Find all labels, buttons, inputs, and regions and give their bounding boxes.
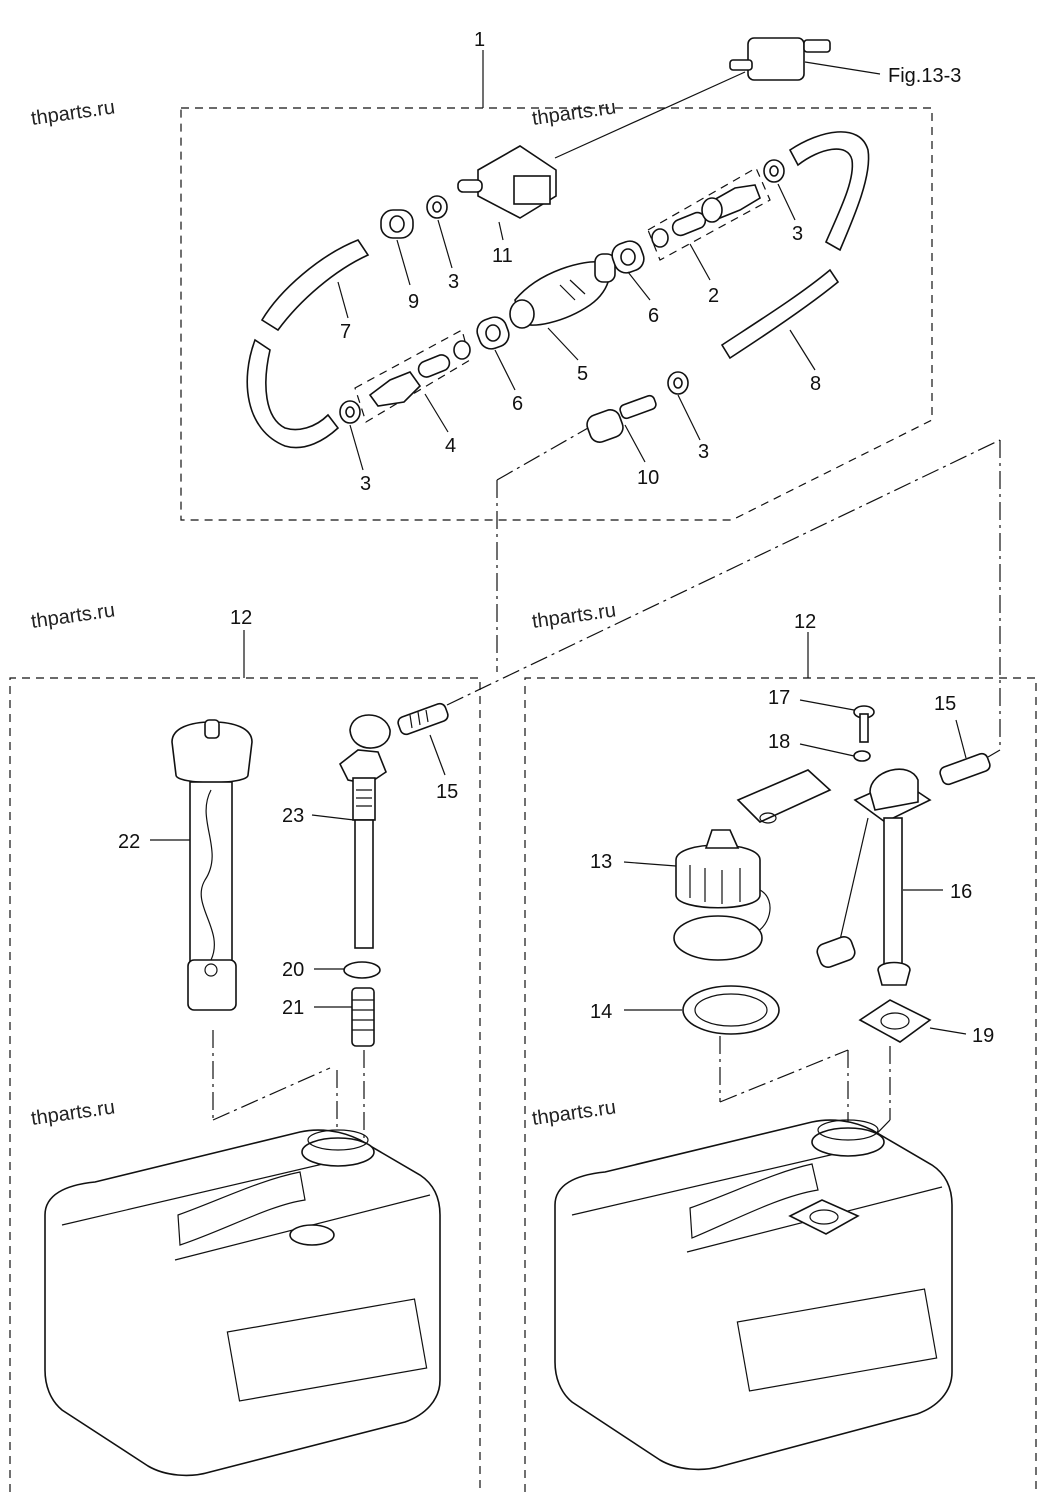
screw-17 [853, 705, 875, 743]
primer-pump [509, 253, 616, 329]
callout-6: 6 [648, 305, 659, 327]
leader-lines-top [337, 183, 816, 471]
connection-lines [446, 427, 1001, 758]
clip-6-b [611, 240, 645, 274]
callout-5: 5 [577, 363, 588, 385]
callout-16: 16 [950, 881, 972, 903]
callout-21: 21 [282, 997, 304, 1019]
callout-12: 12 [230, 607, 252, 629]
hose-8 [720, 268, 840, 360]
clip-3-b [339, 400, 361, 424]
callout-3: 3 [448, 271, 459, 293]
fuel-tank-right [554, 1119, 953, 1471]
watermark: thparts.ru [30, 96, 117, 130]
callout-17: 17 [768, 687, 790, 709]
oring-20 [343, 961, 381, 979]
gasket-19 [858, 999, 932, 1043]
hose-7-lower [246, 338, 340, 449]
fuel-tank-left [44, 1129, 441, 1477]
hose-8-loop [788, 131, 870, 252]
fitting-15-left [397, 702, 449, 736]
strainer-21 [351, 987, 375, 1047]
clip-3-a [426, 195, 448, 219]
vent-gauge-22 [171, 719, 253, 1011]
callout-20: 20 [282, 959, 304, 981]
callout-23: 23 [282, 805, 304, 827]
callout-4: 4 [445, 435, 456, 457]
callout-12: 12 [794, 611, 816, 633]
watermark: thparts.ru [531, 96, 618, 130]
callout-10: 10 [637, 467, 659, 489]
callout-11: 11 [492, 245, 513, 267]
joint-4-boundary [354, 329, 471, 423]
callout-22: 22 [118, 831, 140, 853]
clip-3-d [667, 371, 689, 395]
callout-7: 7 [340, 321, 351, 343]
callout-3: 3 [792, 223, 803, 245]
callout-6: 6 [512, 393, 523, 415]
fuel-tank-right-group: 12 17 15 18 13 16 14 19 [524, 611, 1037, 1492]
fuel-tank-left-group: 12 22 23 15 20 21 [9, 607, 481, 1492]
packing-14 [682, 985, 780, 1035]
callout-13: 13 [590, 851, 612, 873]
clip-9 [380, 209, 414, 239]
watermark: thparts.ru [30, 1096, 117, 1130]
callout-3: 3 [698, 441, 709, 463]
cap-13 [673, 829, 771, 961]
watermarks: thparts.ru thparts.ru thparts.ru thparts… [30, 96, 618, 1130]
joint-4 [368, 340, 471, 407]
callout-9: 9 [408, 291, 419, 313]
joint-2 [651, 184, 761, 248]
gauge-16 [816, 768, 932, 986]
kit-boundary [180, 107, 933, 521]
figure-ref-label: Fig.13-3 [888, 65, 961, 87]
clip-6-a [476, 316, 510, 350]
label-sheet [736, 769, 832, 823]
fig-13-3-connector [554, 37, 881, 159]
watermark: thparts.ru [531, 599, 618, 633]
callout-15: 15 [934, 693, 956, 715]
watermark: thparts.ru [30, 599, 117, 633]
callout-3: 3 [360, 473, 371, 495]
fuel-hose-kit-group: 1 Fig.13-3 11 9 3 7 3 2 6 5 8 6 4 3 10 3 [180, 29, 961, 521]
clip-3-c [763, 159, 785, 183]
fitting-15-right [939, 752, 991, 786]
callout-19: 19 [972, 1025, 994, 1047]
fuel-filter [457, 145, 557, 219]
callout-2: 2 [708, 285, 719, 307]
callout-8: 8 [810, 373, 821, 395]
washer-18 [853, 750, 871, 762]
pipe-23 [338, 714, 391, 949]
callout-1: 1 [474, 29, 485, 51]
callout-15: 15 [436, 781, 458, 803]
joint-2-boundary [647, 167, 771, 261]
callout-18: 18 [768, 731, 790, 753]
watermark: thparts.ru [531, 1096, 618, 1130]
connector-10 [586, 394, 657, 443]
hose-7 [260, 239, 370, 332]
callout-14: 14 [590, 1001, 612, 1023]
